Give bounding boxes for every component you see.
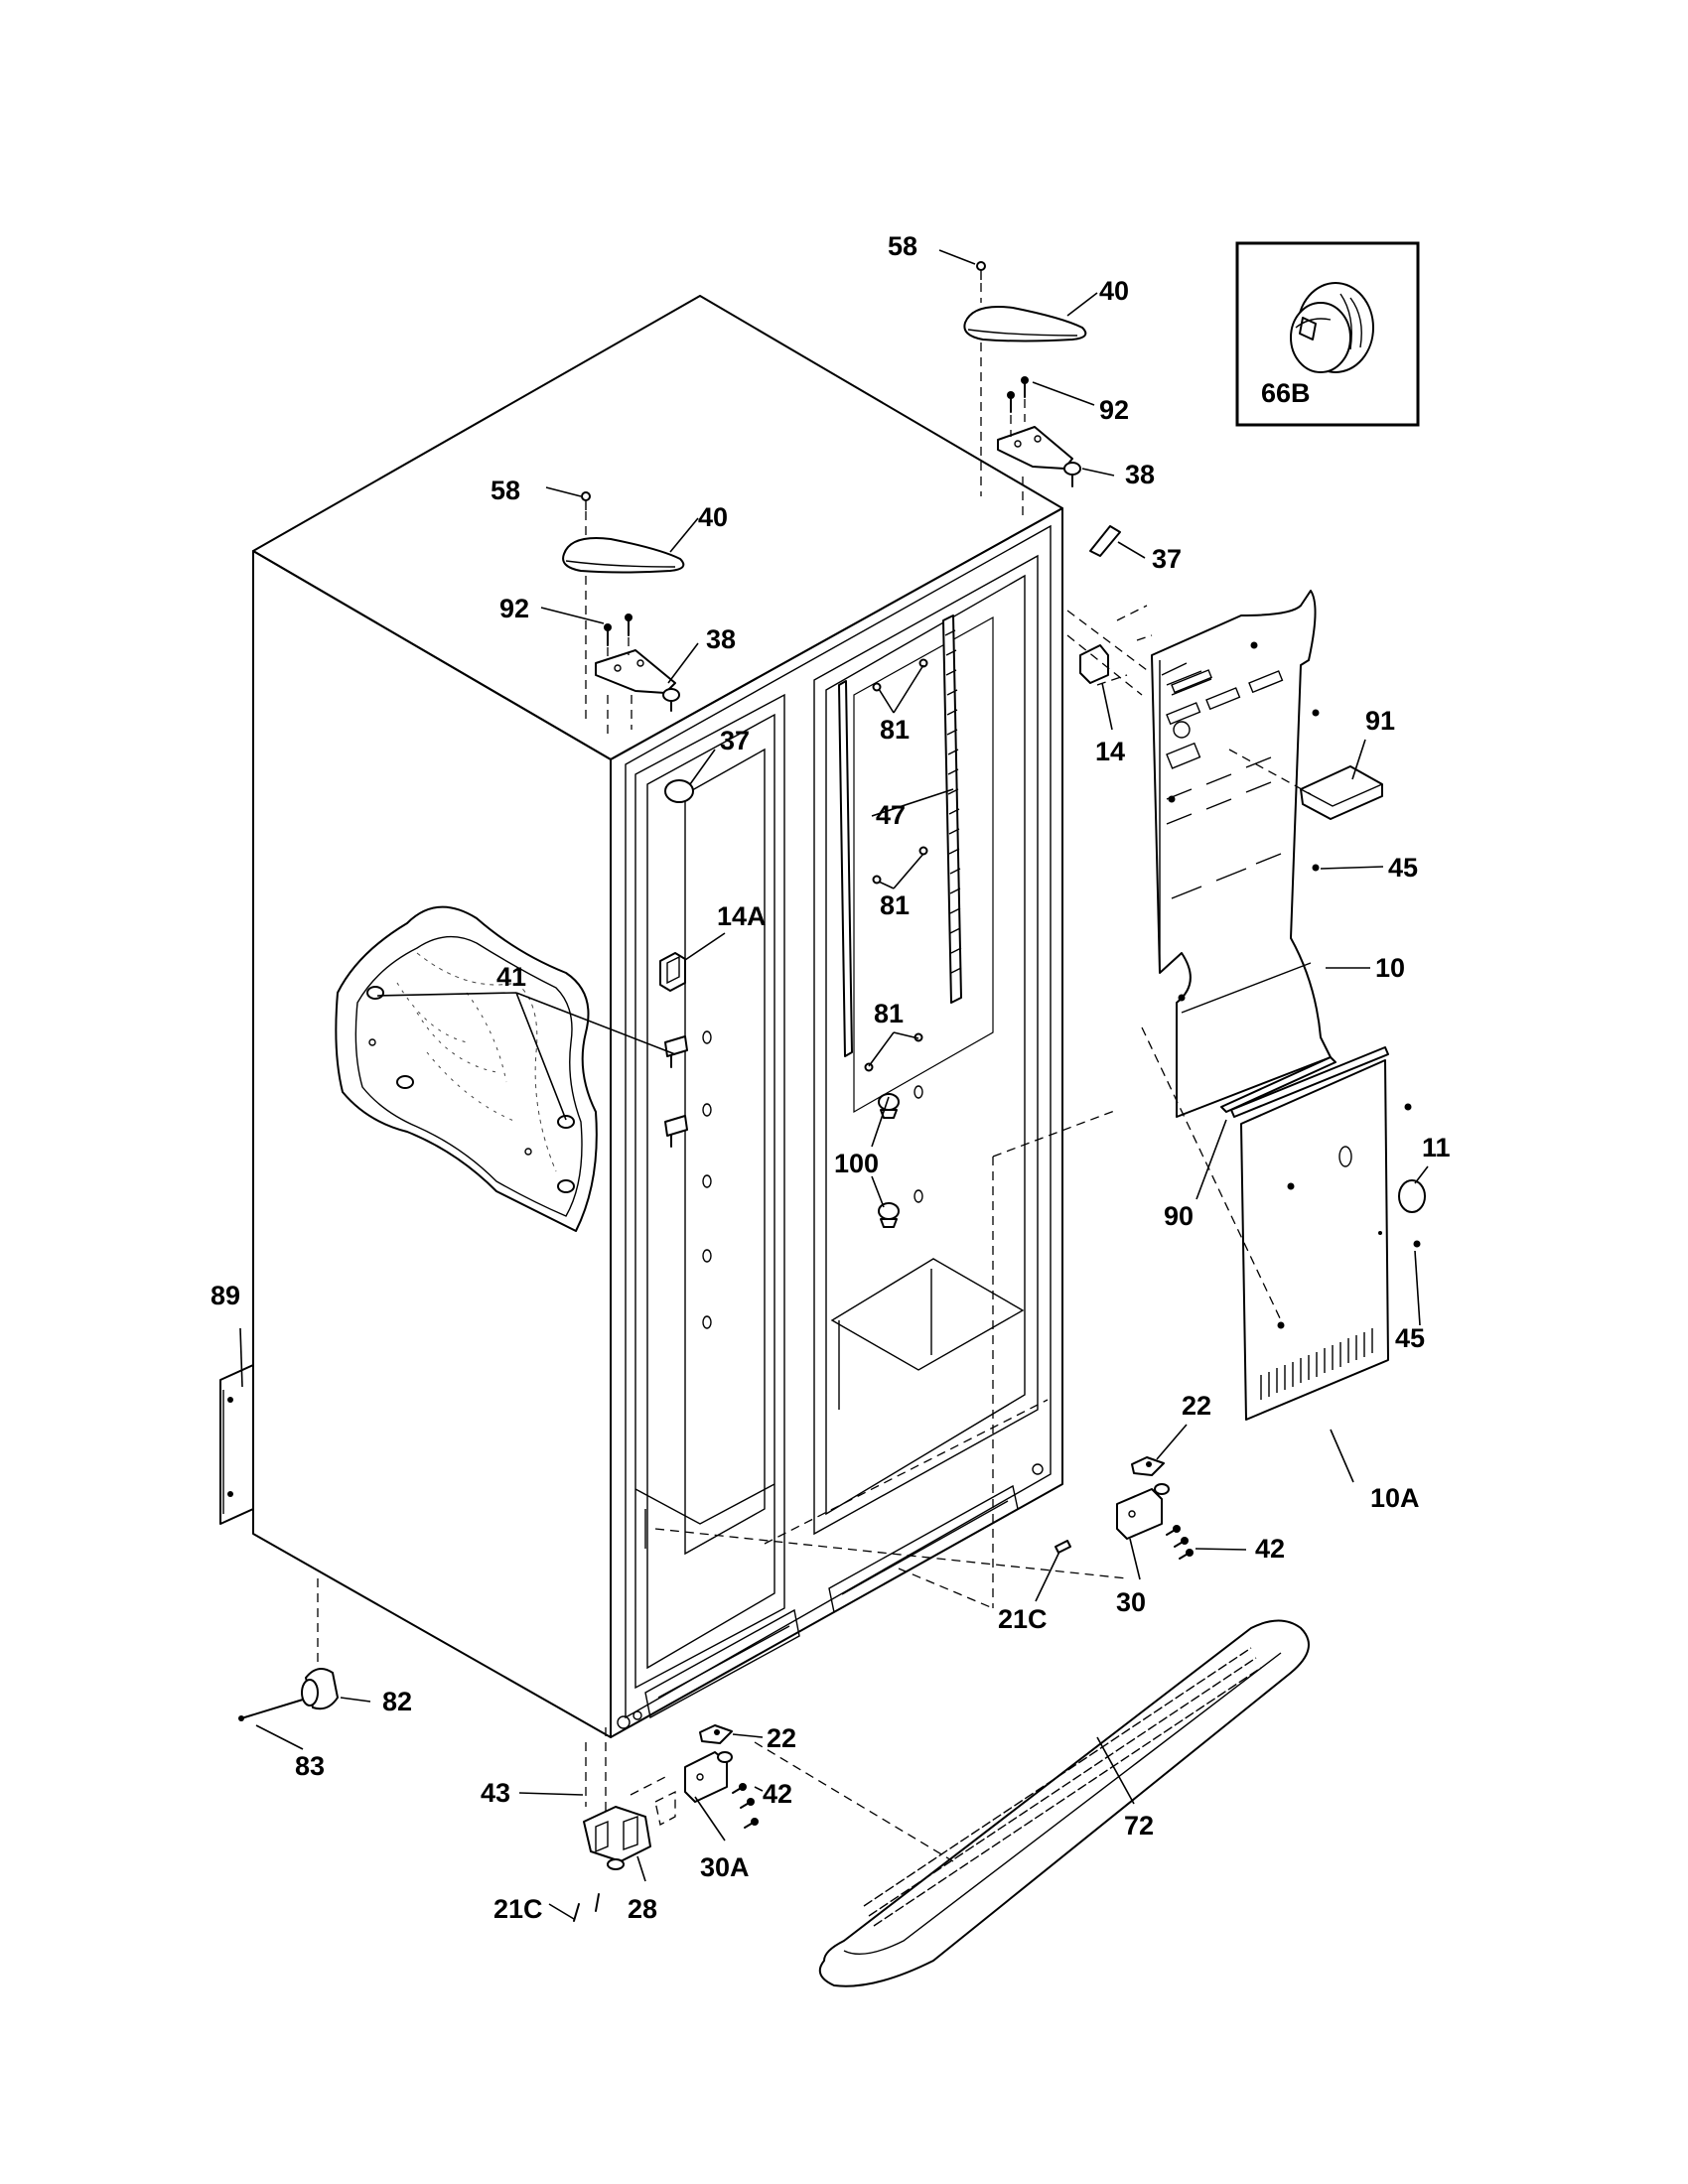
- hinge-cover-40-right-icon: [963, 306, 1087, 342]
- side-bracket-89: [219, 1364, 254, 1525]
- callout-41: 41: [496, 962, 526, 992]
- callout-40-left: 40: [698, 502, 728, 532]
- toe-grille-72: [818, 1619, 1310, 1987]
- callout-58-right: 58: [888, 231, 917, 261]
- screws-92-right-icon: [1007, 376, 1029, 413]
- callout-82: 82: [382, 1687, 412, 1716]
- callout-10a: 10A: [1370, 1483, 1420, 1513]
- callout-81-top: 81: [880, 715, 910, 745]
- callout-100: 100: [834, 1149, 879, 1178]
- hinge-38-left-icon: [595, 649, 680, 712]
- callout-90: 90: [1164, 1201, 1194, 1231]
- screws-92-left-icon: [604, 614, 633, 646]
- roller-22-left-icon: [699, 1724, 733, 1744]
- access-panel-10a: [1240, 1059, 1389, 1421]
- callout-14: 14: [1095, 737, 1125, 766]
- cold-control-100-icon: [878, 1085, 923, 1228]
- callout-92-left: 92: [499, 594, 529, 623]
- shelf-supports-41-icon: [664, 1030, 712, 1329]
- callout-22-left: 22: [767, 1723, 796, 1753]
- callout-21c-right: 21C: [998, 1604, 1048, 1634]
- callout-43: 43: [481, 1778, 510, 1808]
- evaporator-cover-10: [1151, 590, 1332, 1118]
- callout-37-left: 37: [720, 726, 750, 755]
- screws-45-icon: [1168, 641, 1421, 1329]
- callout-45-bottom: 45: [1395, 1323, 1425, 1353]
- drain-plug-66b-icon: [1290, 282, 1374, 373]
- part-91-icon: [1300, 765, 1383, 820]
- callout-10: 10: [1375, 953, 1405, 983]
- callout-42-right: 42: [1255, 1534, 1285, 1564]
- insulation-cutaway-41: [335, 905, 598, 1232]
- hinge-38-right-icon: [997, 426, 1081, 487]
- leader-lines: [239, 249, 1429, 1920]
- hinge-assembly-43-28-icon: [583, 1806, 651, 1870]
- screw-58-left-icon: [581, 491, 591, 510]
- screw-58-right-icon: [976, 261, 986, 280]
- callout-11: 11: [1422, 1133, 1451, 1162]
- refrigerator-cabinet: [252, 295, 1063, 1738]
- callout-14a: 14A: [717, 901, 767, 931]
- callout-40-right: 40: [1099, 276, 1129, 306]
- hinge-bracket-30a-icon: [684, 1751, 733, 1803]
- callout-81-low: 81: [874, 999, 904, 1028]
- inset-box-66b: [1235, 241, 1420, 427]
- screw-21c-right-icon: [1055, 1540, 1071, 1554]
- callout-66b: 66B: [1261, 378, 1311, 408]
- screws-42-left-icon: [732, 1783, 759, 1829]
- callout-58-left: 58: [491, 476, 520, 505]
- screws-21c-left-icon: [573, 1893, 600, 1922]
- plug-11-icon: [1398, 1179, 1426, 1213]
- plug-37-left-icon: [664, 779, 694, 803]
- part-14-icon: [1079, 644, 1109, 684]
- callout-22-right: 22: [1182, 1391, 1211, 1421]
- callout-30a: 30A: [700, 1852, 750, 1882]
- hinge-bracket-30-icon: [1116, 1483, 1170, 1540]
- leveler-82-icon: [301, 1668, 339, 1710]
- light-switch-14a-icon: [659, 952, 686, 992]
- shelf-tracks-47-icon: [838, 614, 962, 1057]
- callout-89: 89: [211, 1281, 240, 1310]
- callout-47: 47: [876, 800, 906, 830]
- callout-92-right: 92: [1099, 395, 1129, 425]
- hinge-cover-40-left-icon: [562, 537, 685, 574]
- callout-42-left: 42: [763, 1779, 792, 1809]
- callout-38-left: 38: [706, 624, 736, 654]
- callout-37-right: 37: [1152, 544, 1182, 574]
- callout-81-mid: 81: [880, 890, 910, 920]
- callout-83: 83: [295, 1751, 325, 1781]
- callout-38-right: 38: [1125, 460, 1155, 489]
- callout-21c-left: 21C: [493, 1894, 543, 1924]
- callout-28: 28: [628, 1894, 657, 1924]
- roller-22-right-icon: [1131, 1456, 1165, 1476]
- callout-91: 91: [1365, 706, 1395, 736]
- callout-30: 30: [1116, 1587, 1146, 1617]
- callout-72: 72: [1124, 1811, 1154, 1841]
- screws-42-right-icon: [1166, 1525, 1194, 1560]
- plug-37-right-icon: [1089, 525, 1121, 557]
- callout-45-top: 45: [1388, 853, 1418, 883]
- gasket-strip-90: [1220, 1046, 1389, 1118]
- pin-83-icon: [238, 1699, 304, 1721]
